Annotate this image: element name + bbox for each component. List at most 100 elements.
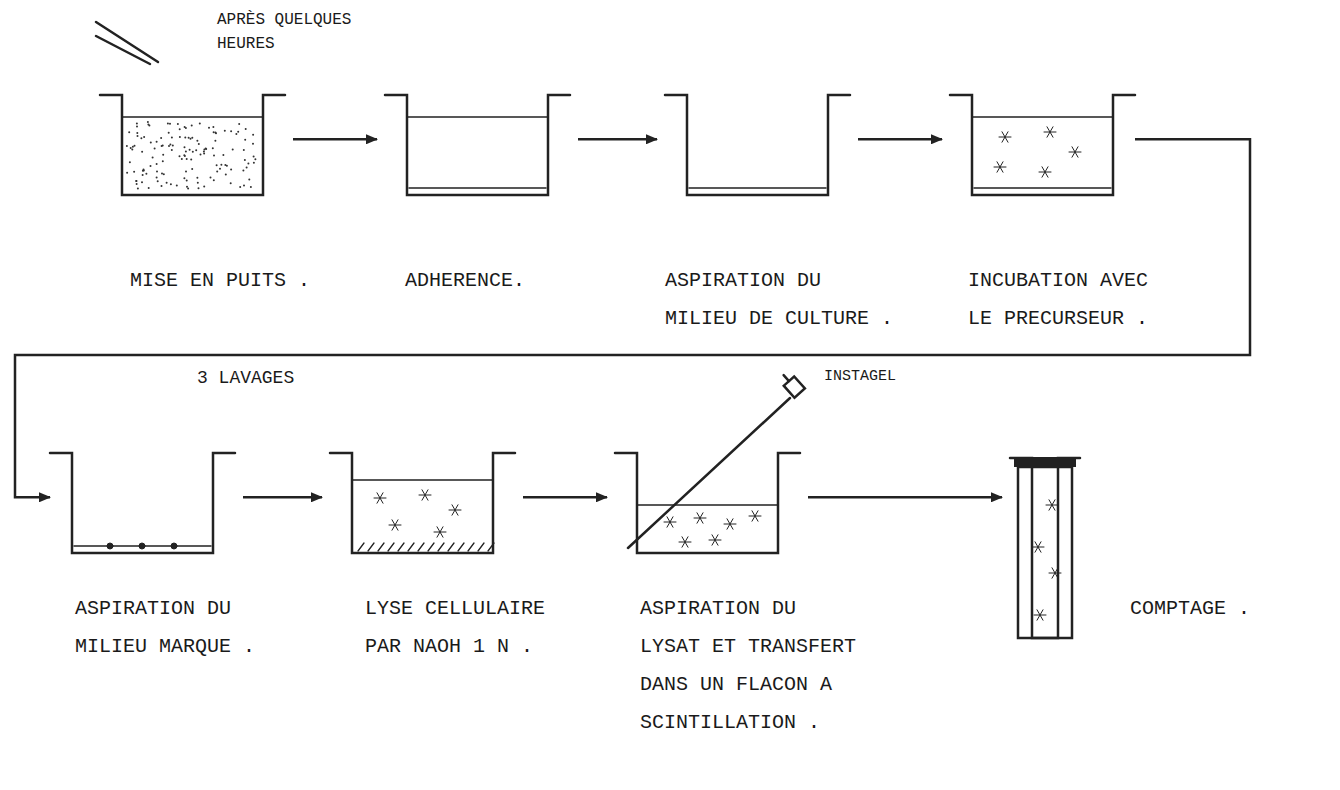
label-mark (1042, 167, 1048, 177)
cell-dot (183, 177, 185, 179)
flow-arrow (523, 496, 607, 499)
cell-dot (212, 147, 214, 149)
cell-dot (247, 163, 249, 165)
cell-dot (213, 179, 215, 181)
cell-dot (215, 132, 217, 134)
cell-dot (126, 172, 128, 174)
cell-dot (244, 159, 246, 161)
step-caption: LYSE CELLULAIRE PAR NAOH 1 N . (365, 590, 557, 666)
well-node: ASPIRATION DU MILIEU MARQUE . (50, 450, 235, 555)
cell-dot (235, 133, 237, 135)
cell-dot (140, 137, 142, 139)
hatch (448, 543, 454, 551)
cell-dot (245, 128, 247, 130)
cell-dot (170, 183, 172, 185)
cell-dot (172, 145, 174, 147)
hatch (468, 543, 474, 551)
cell-dot (198, 187, 200, 189)
cell-dot (162, 145, 164, 147)
liquid-level (637, 504, 778, 506)
cell-dot (162, 160, 164, 162)
flow-arrow (578, 138, 657, 141)
label-mark (1047, 127, 1053, 137)
cell-dot (128, 131, 130, 133)
hatch (478, 543, 484, 551)
liquid-level (407, 116, 548, 118)
hatch (438, 543, 444, 551)
hatch (488, 543, 494, 551)
well-node: ASPIRATION DU LYSAT ET TRANSFERT DANS UN… (615, 450, 800, 555)
cell-dot (243, 185, 245, 187)
hatch (378, 543, 384, 551)
cell-dot (150, 141, 152, 143)
cell-dot (154, 147, 156, 149)
cell-dot (161, 185, 163, 187)
cell-dot (184, 126, 186, 128)
flow-arrow (293, 138, 377, 141)
cell-dot (250, 186, 252, 188)
cell-dot (205, 148, 207, 150)
cell-dot (199, 123, 201, 125)
cell-dot (210, 177, 212, 179)
label-mark (1049, 500, 1055, 510)
cell-dot (168, 145, 170, 147)
label-mark (1042, 167, 1048, 177)
cell-dot (200, 154, 202, 156)
label-mark (712, 535, 718, 545)
label-mark (437, 527, 443, 537)
cell-dot (171, 149, 173, 151)
step-caption: ASPIRATION DU MILIEU MARQUE . (75, 590, 267, 666)
cell-dot (141, 181, 143, 183)
well-outline (950, 95, 1135, 195)
cell-dot (177, 123, 179, 125)
hatch (418, 543, 424, 551)
cell-dot (143, 169, 145, 171)
cell-dot (137, 187, 139, 189)
cell-dot (220, 164, 222, 166)
cell-dot (222, 154, 224, 156)
cell-dot (184, 137, 186, 139)
cell-layer (409, 187, 546, 189)
label-mark (682, 537, 688, 547)
cell-dot (141, 151, 143, 153)
step-caption: ADHERENCE. (405, 262, 597, 300)
label-mark (752, 511, 758, 521)
flow-arrow (15, 139, 1250, 497)
cell-dot (212, 126, 214, 128)
cell-dot (162, 154, 164, 156)
note-label: INSTAGEL (822, 366, 916, 388)
well-node: ADHERENCE. (385, 92, 570, 197)
cell-dot (160, 137, 162, 139)
cell-dot (219, 168, 221, 170)
cell-dot (156, 171, 158, 173)
step-caption: ASPIRATION DU LYSAT ET TRANSFERT DANS UN… (640, 590, 856, 742)
cell-dot (152, 156, 154, 158)
label-mark (1037, 610, 1043, 620)
label-mark (1002, 132, 1008, 142)
cell-dot (254, 158, 256, 160)
cell-layer (974, 187, 1111, 189)
hatch (358, 543, 364, 551)
cell-dot (179, 136, 181, 138)
cell-dot (143, 136, 145, 138)
cell-dot (191, 137, 193, 139)
cell-dot (142, 174, 144, 176)
cell-dot (166, 182, 168, 184)
cell-dot (198, 143, 200, 145)
cell-dot (148, 124, 150, 126)
step-caption: MISE EN PUITS . (130, 262, 322, 300)
cell-dot (156, 163, 158, 165)
label-mark (1035, 542, 1041, 552)
cell-dot (156, 177, 158, 179)
cell-dot (191, 168, 193, 170)
label-mark (392, 520, 398, 530)
cell-dot (132, 146, 134, 148)
cell-dot (147, 124, 149, 126)
label-mark (1072, 147, 1078, 157)
well-outline (50, 453, 235, 553)
hatch (428, 543, 434, 551)
label-mark (667, 517, 673, 527)
cell-dot (130, 147, 132, 149)
